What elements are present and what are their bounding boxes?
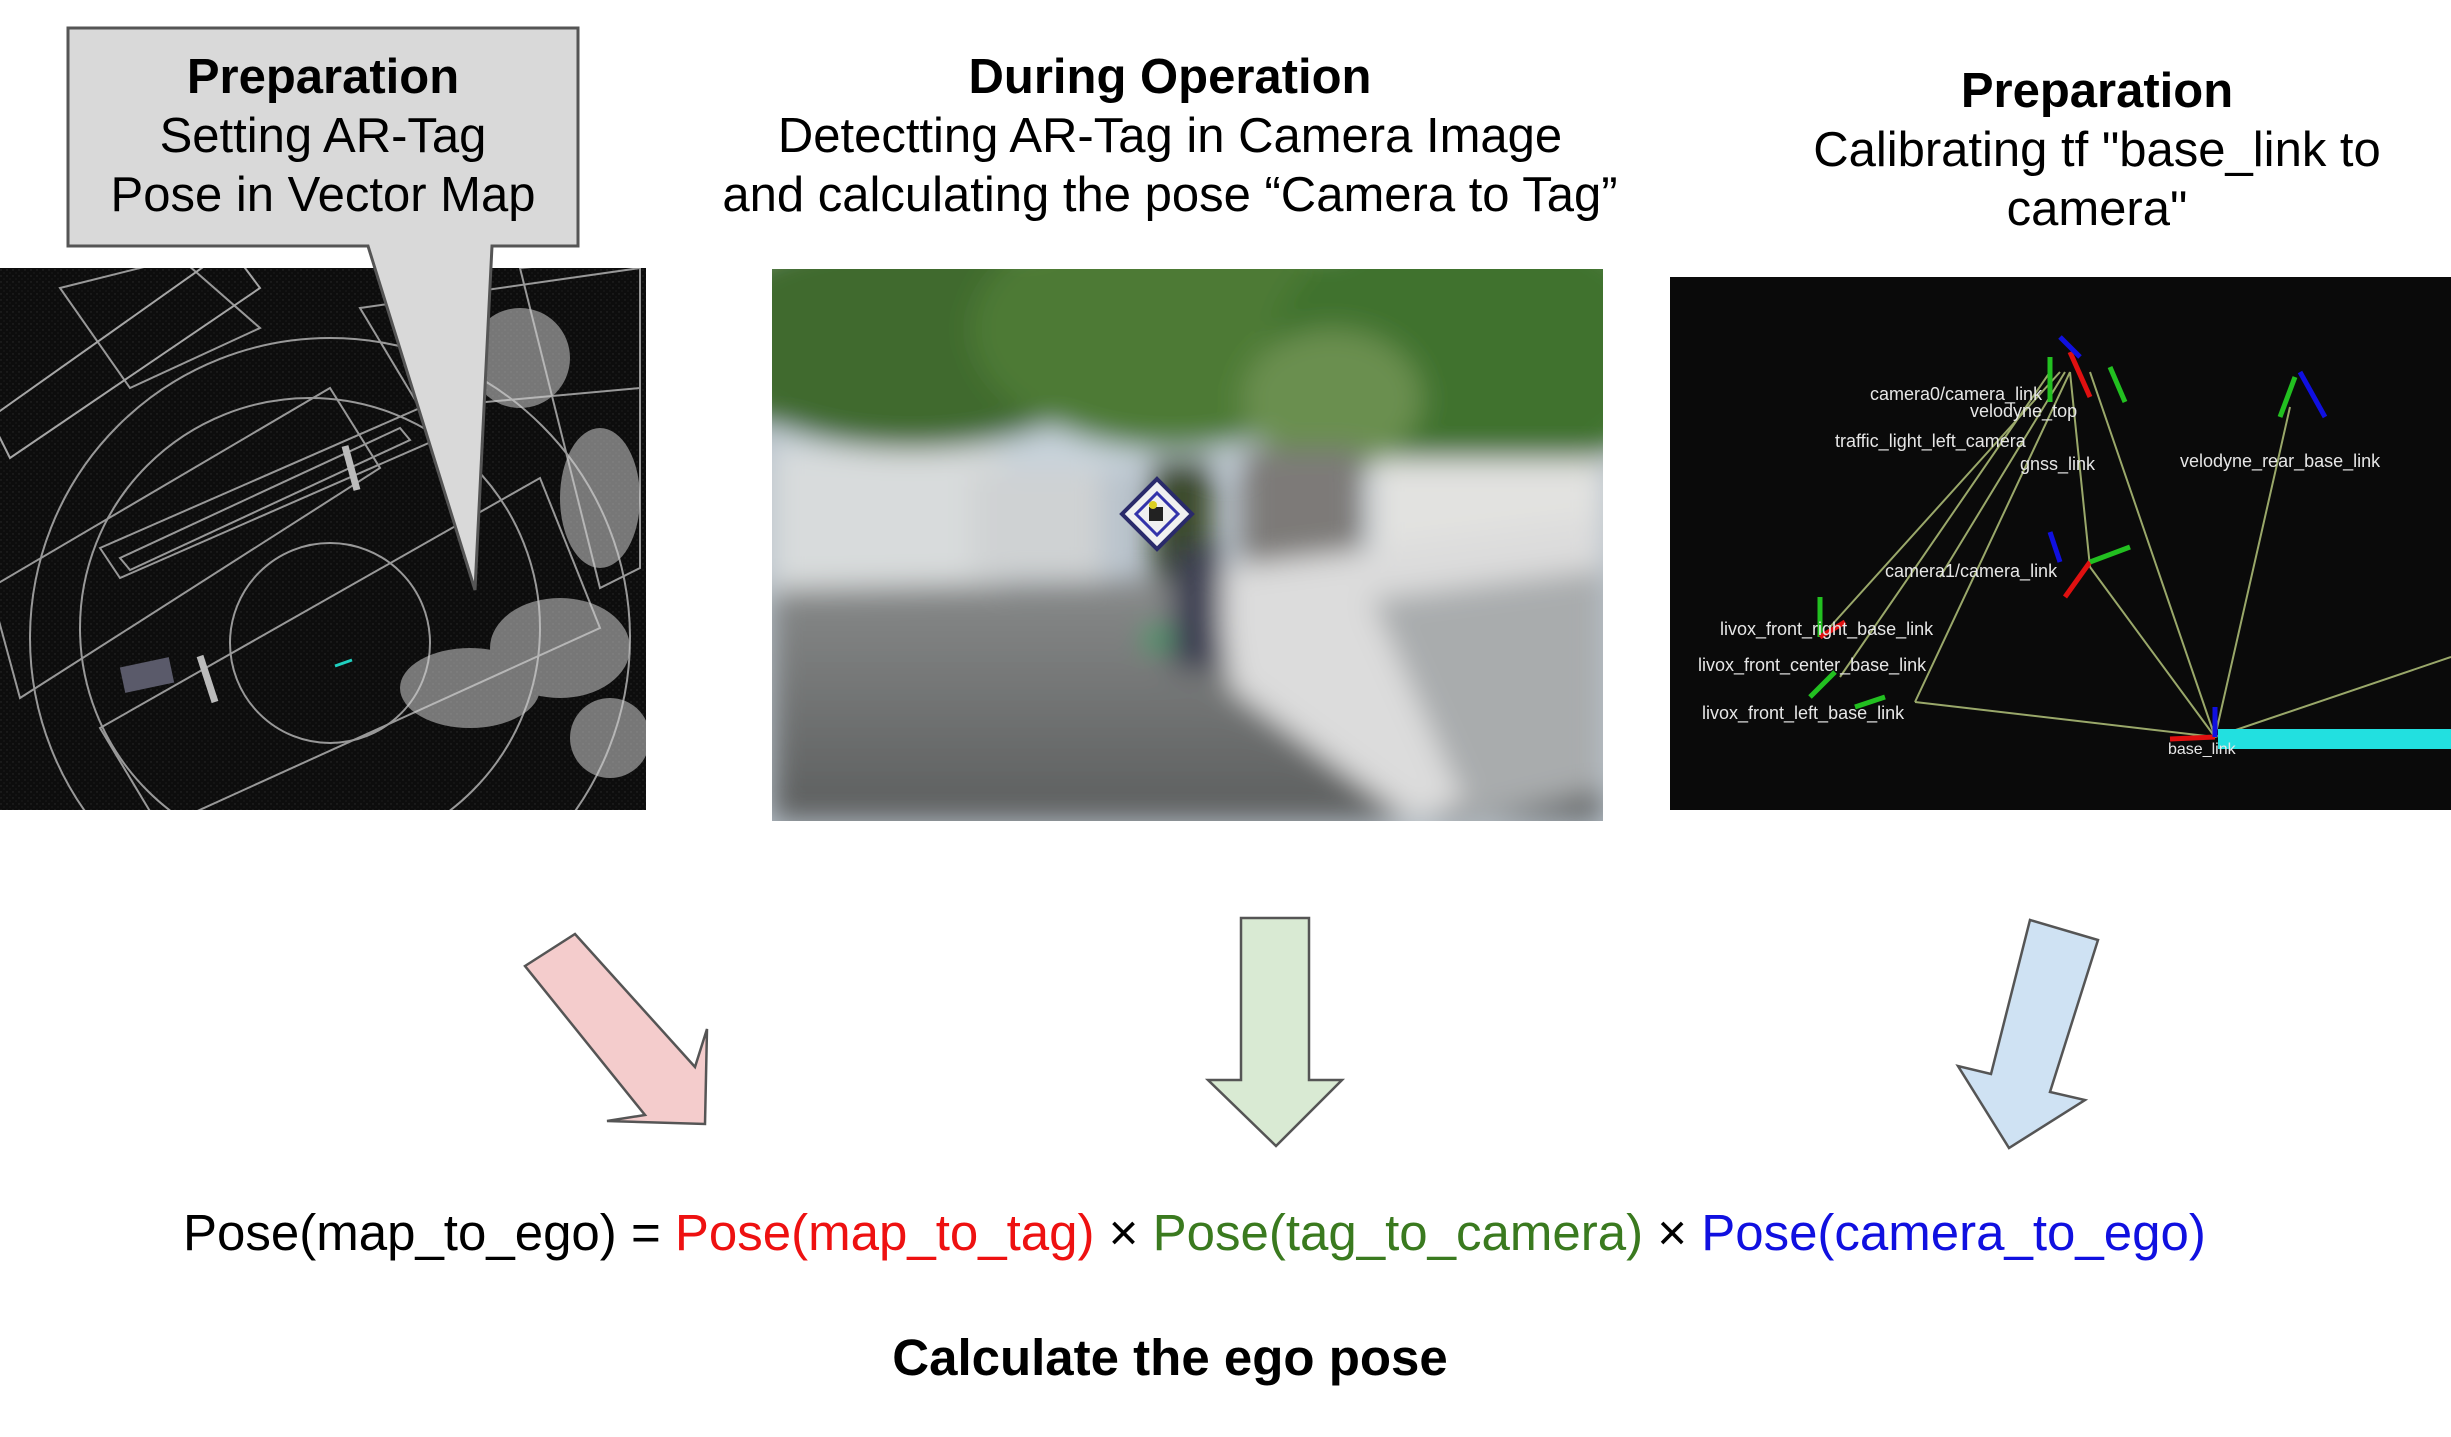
camera-image — [772, 269, 1603, 821]
formula-tag-to-camera: Pose(tag_to_camera) — [1152, 1204, 1644, 1261]
center-title: During Operation Detectting AR-Tag in Ca… — [670, 48, 1670, 225]
left-title: Preparation Setting AR-Tag Pose in Vecto… — [68, 48, 578, 225]
formula-map-to-tag: Pose(map_to_tag) — [674, 1204, 1095, 1261]
red-arrow — [523, 932, 709, 1126]
center-heading: During Operation — [968, 50, 1372, 104]
tf-label-8: livox_front_center_base_link — [1698, 655, 1927, 676]
vector-map-image — [0, 268, 646, 810]
pose-formula: Pose(map_to_ego) = Pose(map_to_tag) × Po… — [183, 1203, 2206, 1262]
tf-label-7: livox_front_right_base_link — [1720, 619, 1934, 640]
tf-label-6: camera1/camera_link — [1885, 561, 2058, 582]
left-line2: Pose in Vector Map — [110, 168, 536, 222]
ar-tag — [1119, 476, 1195, 552]
right-line2: camera" — [2006, 182, 2188, 236]
tf-label-2: velodyne_top — [1970, 401, 2077, 422]
formula-times-1: × — [1094, 1204, 1153, 1261]
formula-lhs: Pose(map_to_ego) = — [183, 1204, 675, 1261]
center-line1: Detectting AR-Tag in Camera Image — [777, 109, 1563, 163]
formula-camera-to-ego: Pose(camera_to_ego) — [1701, 1204, 2206, 1261]
tf-label-10: base_link — [2168, 741, 2237, 758]
tf-visualization-image: camera0/camera_link velodyne_top traffic… — [1670, 277, 2451, 810]
center-line2: and calculating the pose “Camera to Tag” — [722, 168, 1618, 222]
blue-arrow — [1955, 918, 2100, 1150]
caption: Calculate the ego pose — [892, 1329, 1448, 1386]
formula-times-2: × — [1643, 1204, 1702, 1261]
tf-label-4: gnss_link — [2020, 454, 2096, 475]
left-line1: Setting AR-Tag — [159, 109, 487, 163]
tf-label-5: velodyne_rear_base_link — [2180, 451, 2381, 472]
right-line1: Calibrating tf "base_link to — [1813, 123, 2381, 177]
right-title: Preparation Calibrating tf "base_link to… — [1762, 62, 2432, 239]
callout-box — [0, 0, 646, 600]
tf-label-9: livox_front_left_base_link — [1702, 703, 1905, 724]
tf-label-3: traffic_light_left_camera — [1835, 431, 2027, 452]
tf-label-1: camera0/camera_link — [1870, 384, 2043, 405]
green-arrow — [1204, 916, 1346, 1148]
left-heading: Preparation — [186, 50, 460, 104]
right-heading: Preparation — [1960, 64, 2234, 118]
